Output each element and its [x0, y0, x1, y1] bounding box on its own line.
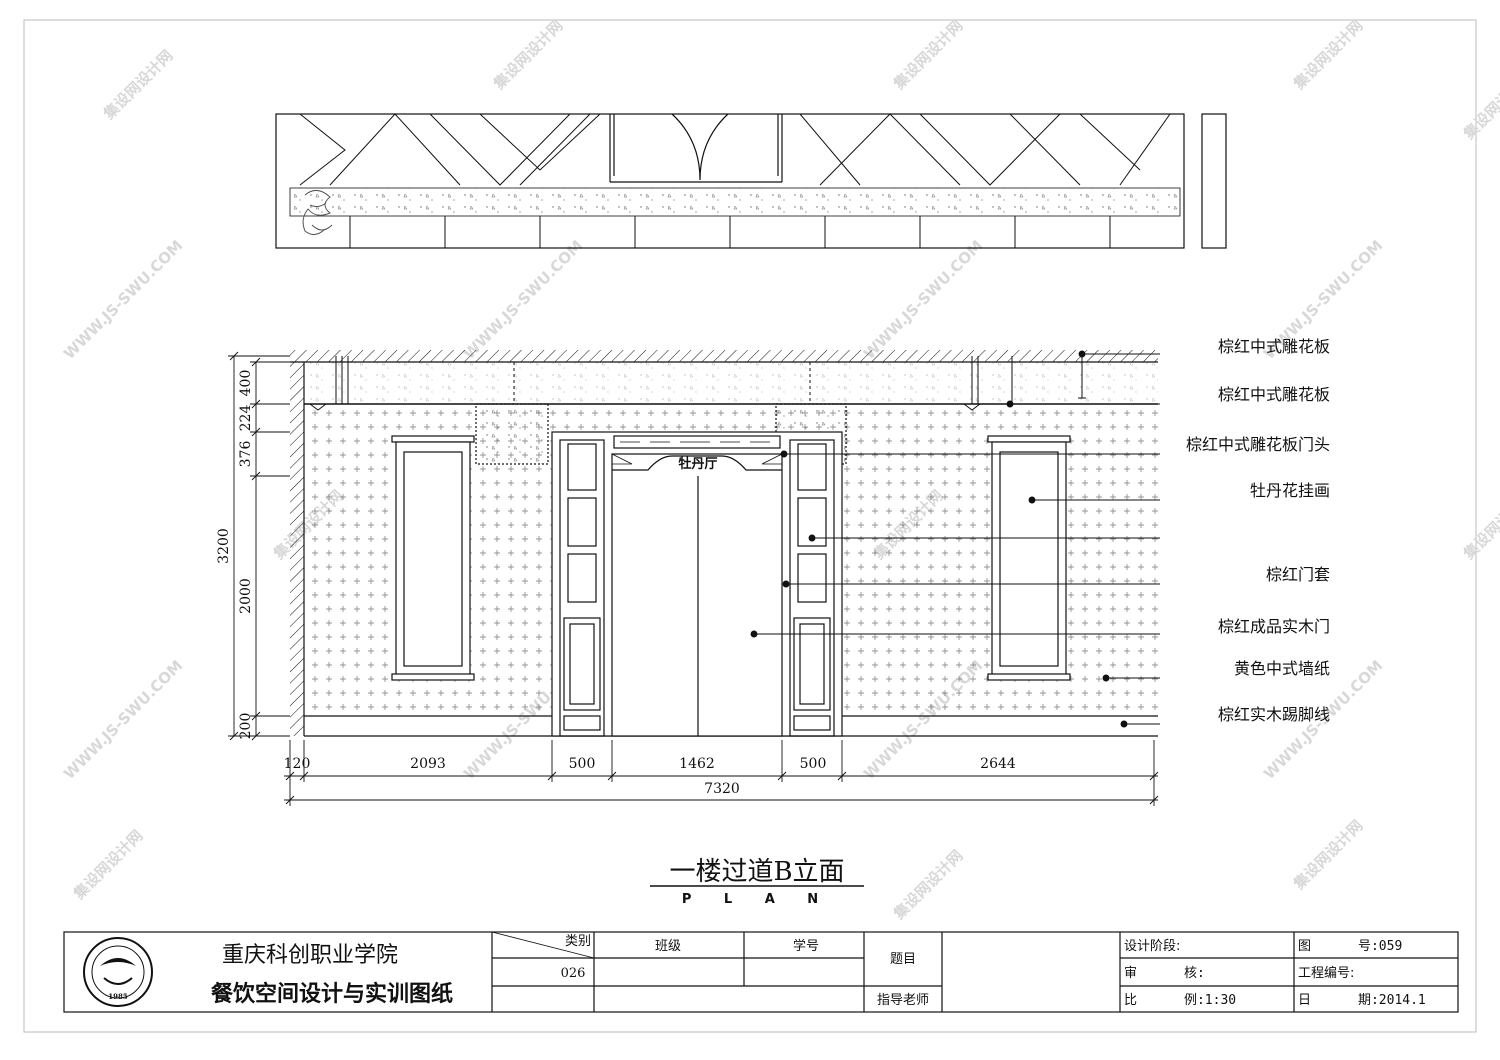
dim-label: 120	[284, 756, 311, 772]
sheet-border	[23, 19, 1477, 1033]
dim-label: 3200	[216, 528, 232, 564]
drawing-subject: 餐饮空间设计与实训图纸	[211, 981, 453, 1007]
title-block	[63, 931, 1459, 1013]
callout-label: 棕红成品实木门	[1218, 617, 1330, 636]
ceiling-plan	[275, 113, 1227, 249]
callout-label: 棕红实木踢脚线	[1218, 705, 1330, 724]
drawing-title: 一楼过道B立面	[669, 857, 844, 887]
watermark-text: 集设网设计网	[1459, 486, 1500, 563]
dim-label: 500	[569, 756, 596, 772]
callout-label: 黄色中式墙纸	[1234, 659, 1330, 678]
dim-total-label: 7320	[704, 781, 740, 797]
student-no-label: 学号	[793, 938, 819, 954]
left-wall-hatch	[290, 362, 304, 736]
watermark-text: 集设网设计网	[489, 16, 566, 93]
class-label: 班级	[655, 939, 681, 954]
watermark-text: 集设网设计网	[69, 826, 146, 903]
vertical-dimensions	[228, 351, 290, 741]
ceiling-carving-ornament	[302, 190, 333, 235]
scroll-painting-left	[391, 435, 475, 681]
callout-labels: 棕红中式雕花板 棕红中式雕花板 棕红中式雕花板门头 牡丹花挂画 棕红门套 棕红成…	[1186, 337, 1330, 724]
watermark-text: 集设网设计网	[1289, 816, 1366, 893]
callout-label: 棕红门套	[1266, 565, 1330, 584]
watermark-text: WWW.JS-SWU.COM	[860, 237, 986, 363]
vertical-dimension-labels: 400 224 376 3200 2000 200	[216, 370, 254, 740]
school-seal: 1985	[83, 937, 153, 1007]
dim-label: 1462	[679, 756, 715, 772]
dim-label: 500	[800, 756, 827, 772]
callout-label: 棕红中式雕花板	[1218, 385, 1330, 404]
drawing-no-label: 图 号:059	[1298, 939, 1402, 954]
date-label: 日 期:2014.1	[1298, 993, 1426, 1008]
scroll-painting-right	[987, 435, 1071, 681]
watermark-text: 集设网设计网	[889, 846, 966, 923]
horizontal-dimension-labels: 120 2093 500 1462 500 2644 7320	[284, 756, 1016, 797]
drawing-subtitle: P L A N	[682, 892, 832, 907]
ceiling-slab-hatch	[290, 350, 1158, 362]
callout-leaders	[750, 350, 1160, 728]
category-label: 类别	[565, 934, 591, 949]
horizontal-dimensions	[284, 740, 1159, 806]
callout-label: 棕红中式雕花板门头	[1186, 435, 1330, 454]
watermark-text: 集设网设计网	[1289, 16, 1366, 93]
category-value: 026	[561, 966, 586, 981]
ceiling-cavity	[304, 362, 1158, 404]
project-no-label: 工程编号:	[1298, 966, 1354, 981]
dim-label: 224	[238, 405, 254, 432]
review-label: 审 核:	[1124, 966, 1205, 981]
ceiling-stipple-band	[289, 187, 1181, 217]
elevation: 牡丹厅 棕红中式雕花板 棕红中式雕花板 棕红中式雕花板门头 牡丹花挂画 棕红门套…	[216, 337, 1330, 806]
dim-label: 2093	[410, 756, 446, 772]
watermark-text: 集设网设计网	[1459, 66, 1500, 143]
watermark-text: WWW.JS-SWU.COM	[60, 657, 186, 783]
door-sign: 牡丹厅	[678, 456, 717, 472]
advisor-label: 指导老师	[877, 993, 929, 1008]
seal-year: 1985	[108, 992, 128, 1001]
dim-label: 2000	[238, 578, 254, 614]
scale-label: 比 例:1:30	[1124, 993, 1236, 1008]
school-name: 重庆科创职业学院	[222, 943, 398, 968]
title-block-fields: 类别 026 班级 学号 题目 指导老师 设计阶段: 审 核: 比 例:1:30…	[561, 934, 1426, 1008]
dim-label: 376	[238, 441, 254, 468]
topic-label: 题目	[890, 952, 916, 967]
dim-label: 2644	[980, 756, 1016, 772]
dim-label: 200	[238, 713, 254, 740]
dim-label: 400	[238, 370, 254, 397]
watermark-text: WWW.JS-SWU.COM	[460, 237, 586, 363]
watermark-text: 集设网设计网	[99, 46, 176, 123]
watermark-text: 集设网设计网	[889, 16, 966, 93]
callout-label: 牡丹花挂画	[1250, 481, 1330, 500]
watermark-text: WWW.JS-SWU.COM	[60, 237, 186, 363]
callout-label: 棕红中式雕花板	[1218, 337, 1330, 356]
stage-label: 设计阶段:	[1124, 939, 1180, 954]
